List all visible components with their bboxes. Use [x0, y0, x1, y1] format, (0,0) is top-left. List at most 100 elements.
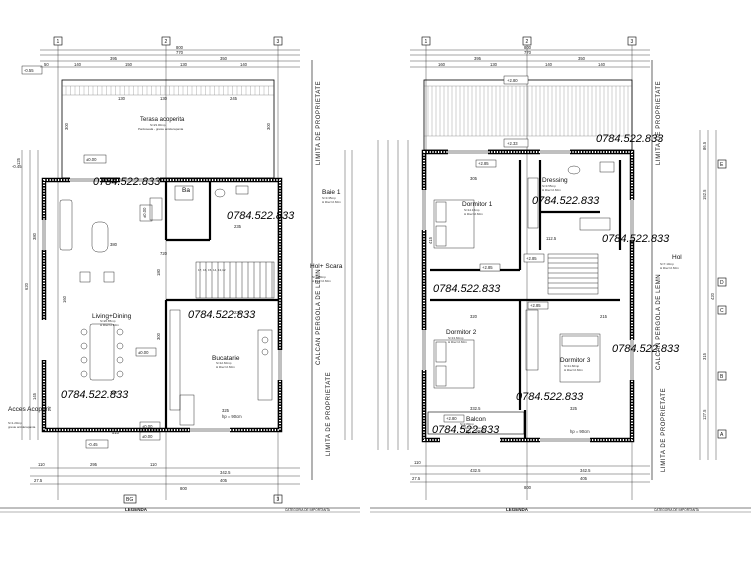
svg-text:160: 160	[62, 295, 67, 303]
svg-text:S=14.15mp: S=14.15mp	[464, 208, 480, 212]
svg-text:H liber=2.60m: H liber=2.60m	[100, 323, 119, 327]
svg-text:320: 320	[470, 314, 478, 319]
svg-text:110: 110	[38, 462, 45, 467]
svg-text:720: 720	[160, 251, 168, 256]
svg-text:380: 380	[32, 232, 37, 240]
svg-text:CATEGORIA DE IMPORTANTA: CATEGORIA DE IMPORTANTA	[285, 508, 331, 512]
svg-text:C: C	[720, 308, 724, 314]
svg-text:2: 2	[165, 39, 168, 45]
svg-text:300: 300	[64, 122, 69, 130]
ground-floor-plan: 1 2 3 800 770 395 350 140 150 130 140 50	[0, 36, 360, 513]
axis-bubble-bottom-3: 3	[273, 494, 283, 504]
svg-text:+2.80: +2.80	[507, 78, 518, 83]
svg-text:LEGENDA: LEGENDA	[125, 507, 148, 512]
svg-text:+2.80: +2.80	[446, 416, 457, 421]
svg-text:S=23.00mp: S=23.00mp	[150, 123, 166, 127]
svg-text:Dressing: Dressing	[542, 177, 568, 184]
svg-text:+2.85: +2.85	[482, 265, 493, 270]
phone-watermark: 0784.522.833	[612, 343, 680, 355]
svg-text:380: 380	[110, 390, 118, 395]
svg-text:420: 420	[710, 292, 715, 300]
svg-text:395: 395	[110, 56, 118, 61]
svg-text:300: 300	[266, 122, 271, 130]
svg-text:LIMITA DE PROPRIETATE: LIMITA DE PROPRIETATE	[656, 81, 662, 165]
svg-text:510: 510	[112, 430, 120, 435]
svg-text:140: 140	[598, 62, 606, 67]
svg-text:127.5: 127.5	[702, 409, 707, 420]
svg-text:235: 235	[234, 310, 242, 315]
svg-text:325: 325	[570, 406, 578, 411]
svg-text:160: 160	[438, 62, 446, 67]
svg-text:LIMITA DE PROPRIETATE: LIMITA DE PROPRIETATE	[661, 388, 667, 472]
svg-text:Pardoseala - gresie antiderapa: Pardoseala - gresie antiderapanta	[138, 127, 184, 131]
svg-text:H liber=2.60m: H liber=2.60m	[312, 279, 331, 283]
svg-text:395: 395	[474, 56, 482, 61]
phone-watermark: 0784.522.833	[516, 391, 584, 403]
svg-text:350: 350	[578, 56, 586, 61]
svg-text:50: 50	[44, 62, 49, 67]
svg-text:1: 1	[425, 39, 428, 45]
svg-text:235: 235	[234, 224, 242, 229]
svg-text:Pardoseala gresie: Pardoseala gresie	[460, 426, 485, 430]
svg-text:350: 350	[220, 56, 228, 61]
svg-text:315: 315	[702, 352, 707, 360]
svg-text:S=11.60mp: S=11.60mp	[564, 364, 580, 368]
svg-text:130: 130	[118, 96, 126, 101]
svg-text:H liber=2.60m: H liber=2.60m	[542, 188, 561, 192]
svg-text:27.5: 27.5	[34, 478, 43, 483]
svg-text:-0.45: -0.45	[88, 442, 98, 447]
svg-text:432.5: 432.5	[470, 468, 481, 473]
svg-text:2: 2	[526, 39, 529, 45]
svg-text:325: 325	[222, 408, 230, 413]
svg-text:125: 125	[16, 157, 21, 165]
svg-text:LIMITA DE PROPRIETATE: LIMITA DE PROPRIETATE	[326, 372, 332, 456]
svg-text:H liber=2.60m: H liber=2.60m	[216, 365, 235, 369]
svg-text:S=3.55mp: S=3.55mp	[542, 184, 556, 188]
svg-text:LEGENDA: LEGENDA	[506, 507, 529, 512]
svg-text:3: 3	[631, 39, 634, 45]
svg-text:140: 140	[545, 62, 553, 67]
svg-text:140: 140	[240, 62, 248, 67]
svg-text:Dormitor 2: Dormitor 2	[446, 329, 477, 336]
svg-text:S=7.10mp: S=7.10mp	[660, 262, 674, 266]
svg-text:A: A	[720, 432, 724, 438]
svg-text:180: 180	[156, 268, 161, 276]
svg-text:S=1.20mp: S=1.20mp	[8, 421, 22, 425]
first-floor-plan: 1 2 3 A B C D E	[370, 36, 751, 513]
svg-text:Acces Acoperit: Acces Acoperit	[8, 406, 51, 413]
svg-text:152.5: 152.5	[702, 189, 707, 200]
svg-text:S=12.60mp: S=12.60mp	[216, 361, 232, 365]
svg-text:+2.85: +2.85	[478, 161, 489, 166]
svg-text:±0.00: ±0.00	[142, 434, 153, 439]
phone-watermark: 0784.522.833	[596, 133, 664, 145]
svg-text:3: 3	[277, 497, 280, 503]
svg-text:145: 145	[32, 392, 37, 400]
phone-watermark: 0784.522.833	[61, 389, 129, 401]
svg-text:Bucatarie: Bucatarie	[212, 355, 240, 362]
svg-text:295: 295	[90, 462, 98, 467]
svg-text:±0.00: ±0.00	[138, 350, 149, 355]
svg-text:770: 770	[524, 50, 532, 55]
phone-watermark: 0784.522.833	[433, 283, 501, 295]
svg-text:110: 110	[414, 460, 421, 465]
svg-text:17, 16, 15, 14, 13,12: 17, 16, 15, 14, 13,12	[198, 268, 226, 272]
svg-text:215: 215	[600, 314, 608, 319]
svg-text:405: 405	[220, 478, 228, 483]
svg-text:Dormitor 1: Dormitor 1	[462, 201, 493, 208]
svg-text:hp = 90cm: hp = 90cm	[222, 414, 242, 419]
svg-text:±0.00: ±0.00	[142, 424, 153, 429]
svg-text:H liber=2.60m: H liber=2.60m	[564, 368, 583, 372]
svg-text:H liber=2.60m: H liber=2.60m	[448, 340, 467, 344]
svg-text:S=13.60mp: S=13.60mp	[448, 336, 464, 340]
svg-text:1: 1	[57, 39, 60, 45]
svg-text:Hol: Hol	[672, 254, 682, 261]
svg-text:CALCAN PERGOLA DE LEMN: CALCAN PERGOLA DE LEMN	[316, 269, 322, 365]
svg-text:E: E	[720, 162, 724, 168]
ff-side-axis-bubbles: A B C D E	[717, 159, 727, 439]
svg-text:S=2.80mp: S=2.80mp	[460, 422, 474, 426]
svg-text:S=26.85mp: S=26.85mp	[100, 319, 116, 323]
svg-text:BG: BG	[126, 497, 133, 503]
axis-bubble-bg: BG	[123, 494, 137, 504]
svg-text:S=3.35mp: S=3.35mp	[322, 196, 336, 200]
